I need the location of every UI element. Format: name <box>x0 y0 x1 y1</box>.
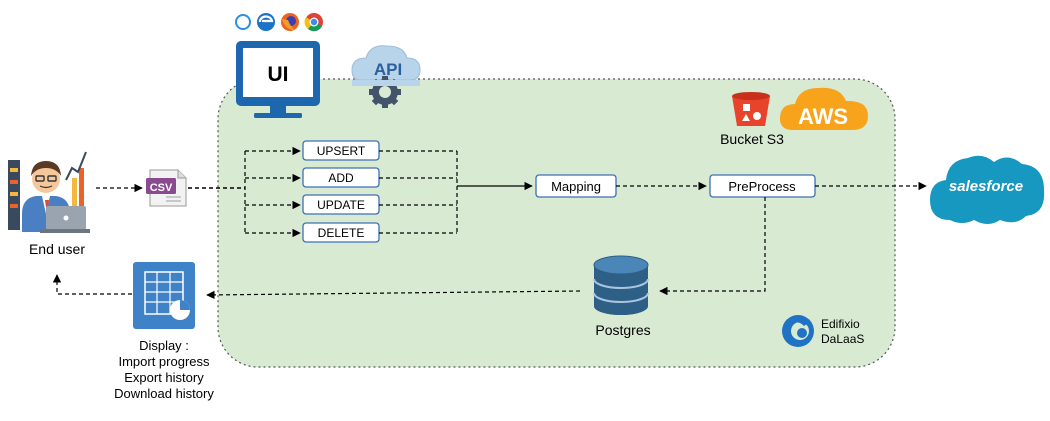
database-icon <box>593 255 649 315</box>
op-upsert-label: UPSERT <box>317 144 366 158</box>
s3-bucket-icon <box>732 92 770 126</box>
aws-cloud-icon: AWS <box>779 87 868 130</box>
preprocess-label: PreProcess <box>728 179 796 194</box>
end-user-label: End user <box>29 241 85 257</box>
op-update-label: UPDATE <box>317 198 365 212</box>
gear-icon <box>352 76 420 108</box>
display-line-4: Download history <box>114 386 214 401</box>
display-line-1: Display : <box>139 338 189 353</box>
aws-label: AWS <box>798 104 848 129</box>
edge-icon <box>257 13 275 31</box>
arrow-preprocess-to-postgres <box>659 197 766 296</box>
ui-label: UI <box>268 63 289 86</box>
safari-icon <box>235 14 251 30</box>
arrow-display-to-user <box>52 274 132 295</box>
edifixio-name: Edifixio <box>821 317 860 331</box>
op-delete-label: DELETE <box>318 226 365 240</box>
salesforce-label: salesforce <box>949 178 1023 195</box>
operations-group: UPSERT ADD UPDATE DELETE <box>245 140 458 243</box>
end-user-icon <box>8 151 90 233</box>
arrow-postgres-to-display <box>206 290 581 300</box>
display-line-3: Export history <box>124 370 204 385</box>
salesforce-cloud-icon: salesforce <box>930 155 1045 224</box>
monitor-icon: UI <box>236 41 320 118</box>
mapping-label: Mapping <box>551 179 601 194</box>
csv-badge: CSV <box>150 182 173 194</box>
display-line-2: Import progress <box>118 354 210 369</box>
edifixio-logo <box>782 315 814 347</box>
op-add-label: ADD <box>328 171 354 185</box>
firefox-icon <box>281 13 299 31</box>
api-cloud-icon: API <box>351 45 421 108</box>
api-label: API <box>374 60 402 79</box>
csv-file-icon: CSV <box>146 169 187 207</box>
browser-icons <box>235 13 323 32</box>
postgres-label: Postgres <box>595 322 650 338</box>
bucket-label: Bucket S3 <box>720 131 784 147</box>
edifixio-product: DaLaaS <box>821 332 864 346</box>
spreadsheet-chart-icon <box>133 262 195 329</box>
chrome-icon <box>304 13 323 32</box>
